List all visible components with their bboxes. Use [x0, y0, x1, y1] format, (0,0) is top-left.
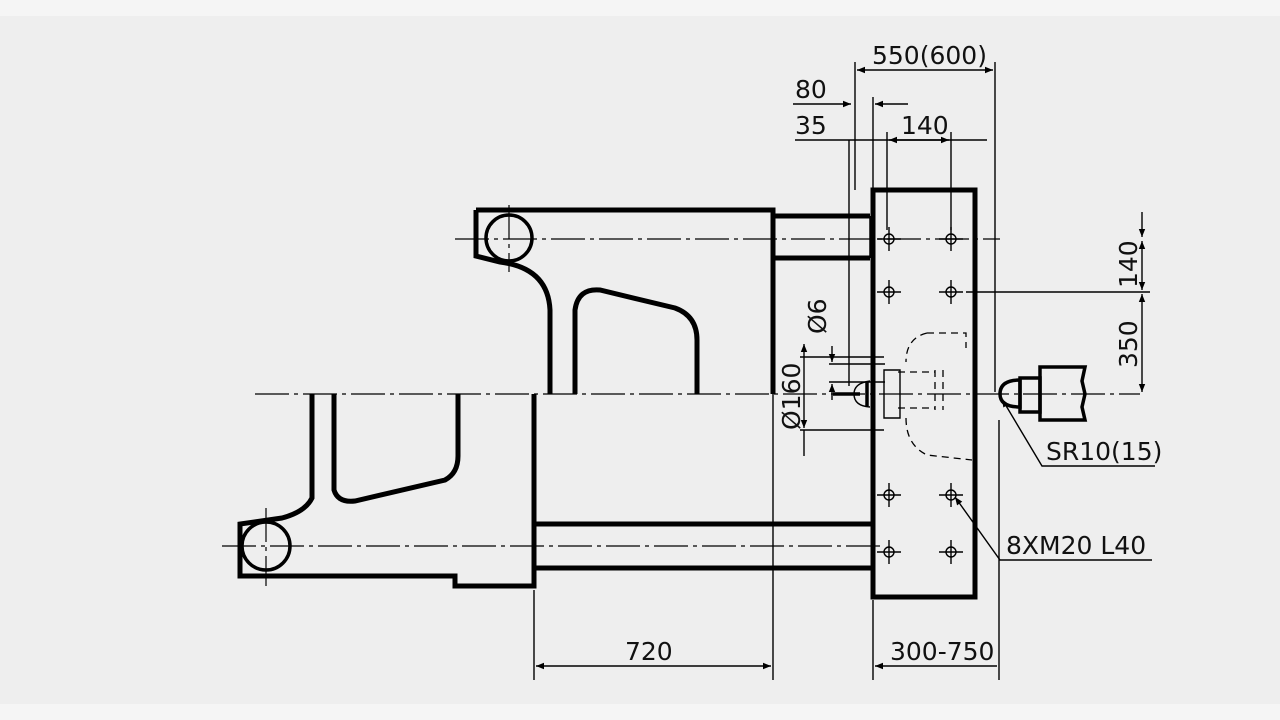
label-sr10-15: SR10(15) — [1046, 437, 1162, 466]
dim-dia-6: Ø6 — [803, 298, 832, 334]
center-lines — [222, 205, 1140, 586]
upper-toggle-arm — [473, 207, 870, 394]
dim-720: 720 — [625, 637, 673, 666]
bolt-holes — [877, 227, 963, 564]
dim-80: 80 — [795, 75, 827, 104]
drawing-area: 550(600) 80 35 140 140 350 Ø6 Ø160 SR10(… — [0, 16, 1280, 704]
label-bolts: 8XM20 L40 — [1006, 531, 1146, 560]
dim-140-side: 140 — [1114, 240, 1143, 288]
dim-dia-160: Ø160 — [777, 363, 806, 430]
technical-drawing: 550(600) 80 35 140 140 350 Ø6 Ø160 SR10(… — [222, 41, 1162, 680]
dim-550-600: 550(600) — [872, 41, 987, 70]
dim-140-top: 140 — [901, 111, 949, 140]
dimension-lines — [533, 62, 1155, 680]
dim-350: 350 — [1114, 320, 1143, 368]
dim-35: 35 — [795, 111, 827, 140]
dim-300-750: 300-750 — [890, 637, 994, 666]
